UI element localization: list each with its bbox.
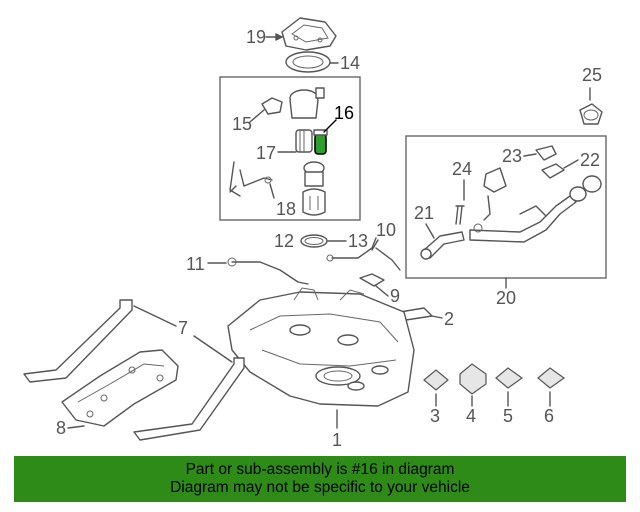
part-12-pump-module	[289, 87, 326, 216]
part-25-fuel-cap	[579, 103, 603, 125]
leader-23	[523, 153, 537, 157]
part-13-o-ring	[300, 234, 328, 248]
leader-22	[563, 159, 579, 169]
callout-1: 1	[332, 430, 342, 450]
pump-module-box	[219, 76, 361, 221]
callout-12: 12	[274, 231, 294, 251]
callout-18: 18	[276, 199, 296, 219]
part-16-fuel-pump	[313, 129, 328, 155]
callout-6: 6	[544, 406, 554, 426]
leader-7	[133, 305, 233, 363]
callout-7: 7	[178, 318, 188, 338]
leader-2	[431, 315, 443, 319]
leader-18	[269, 183, 275, 199]
part-4-pad	[459, 363, 487, 395]
banner-line-1: Part or sub-assembly is #16 in diagram	[185, 461, 455, 478]
part-5-pad	[495, 367, 524, 389]
leader-21	[425, 223, 435, 239]
banner-line-2: Diagram may not be specific to your vehi…	[170, 479, 470, 496]
callout-25: 25	[582, 65, 602, 85]
callout-8: 8	[56, 418, 66, 438]
part-24-breather	[455, 205, 465, 225]
part-9-connector	[359, 273, 385, 287]
callout-16: 16	[334, 103, 354, 123]
callout-9: 9	[390, 286, 400, 306]
callout-21: 21	[414, 203, 434, 223]
callout-24: 24	[452, 159, 472, 179]
callout-17: 17	[256, 143, 276, 163]
part-23-clip	[535, 145, 557, 161]
callout-5: 5	[503, 406, 513, 426]
callout-2: 2	[444, 309, 454, 329]
part-15-sensor	[261, 97, 283, 115]
callout-15: 15	[232, 114, 252, 134]
leader-16	[323, 119, 337, 133]
leader-10	[371, 239, 379, 251]
callout-13: 13	[348, 231, 368, 251]
leader-9	[375, 285, 389, 297]
callout-14: 14	[340, 53, 360, 73]
part-21-hose	[420, 231, 465, 260]
filler-neck-pipe	[469, 167, 602, 243]
leader-15	[249, 109, 265, 123]
parts-diagram: 19 14 15 17 16 18 1	[23, 17, 607, 450]
callout-20: 20	[496, 288, 516, 308]
callout-19: 19	[246, 27, 266, 47]
part-1-fuel-tank	[227, 287, 415, 407]
part-7-straps	[23, 299, 245, 441]
callout-4: 4	[466, 406, 476, 426]
part-17-filter	[295, 129, 313, 153]
info-banner: Part or sub-assembly is #16 in diagram D…	[14, 456, 626, 502]
part-14-gasket	[285, 51, 331, 73]
callout-22: 22	[580, 150, 600, 170]
part-11-fuel-line	[227, 257, 309, 285]
leader-8	[67, 425, 85, 429]
callout-23: 23	[502, 146, 522, 166]
callout-3: 3	[430, 406, 440, 426]
part-6-pad	[537, 367, 566, 389]
callout-10: 10	[376, 220, 396, 240]
part-3-pad	[423, 369, 449, 391]
part-18-float-arm	[229, 161, 273, 197]
part-22-bracket	[541, 163, 565, 179]
part-19-cover-plate	[281, 17, 337, 51]
callout-11: 11	[186, 254, 205, 274]
part-8-heat-shield	[61, 349, 179, 427]
part-10-vapor-hose	[326, 237, 401, 271]
